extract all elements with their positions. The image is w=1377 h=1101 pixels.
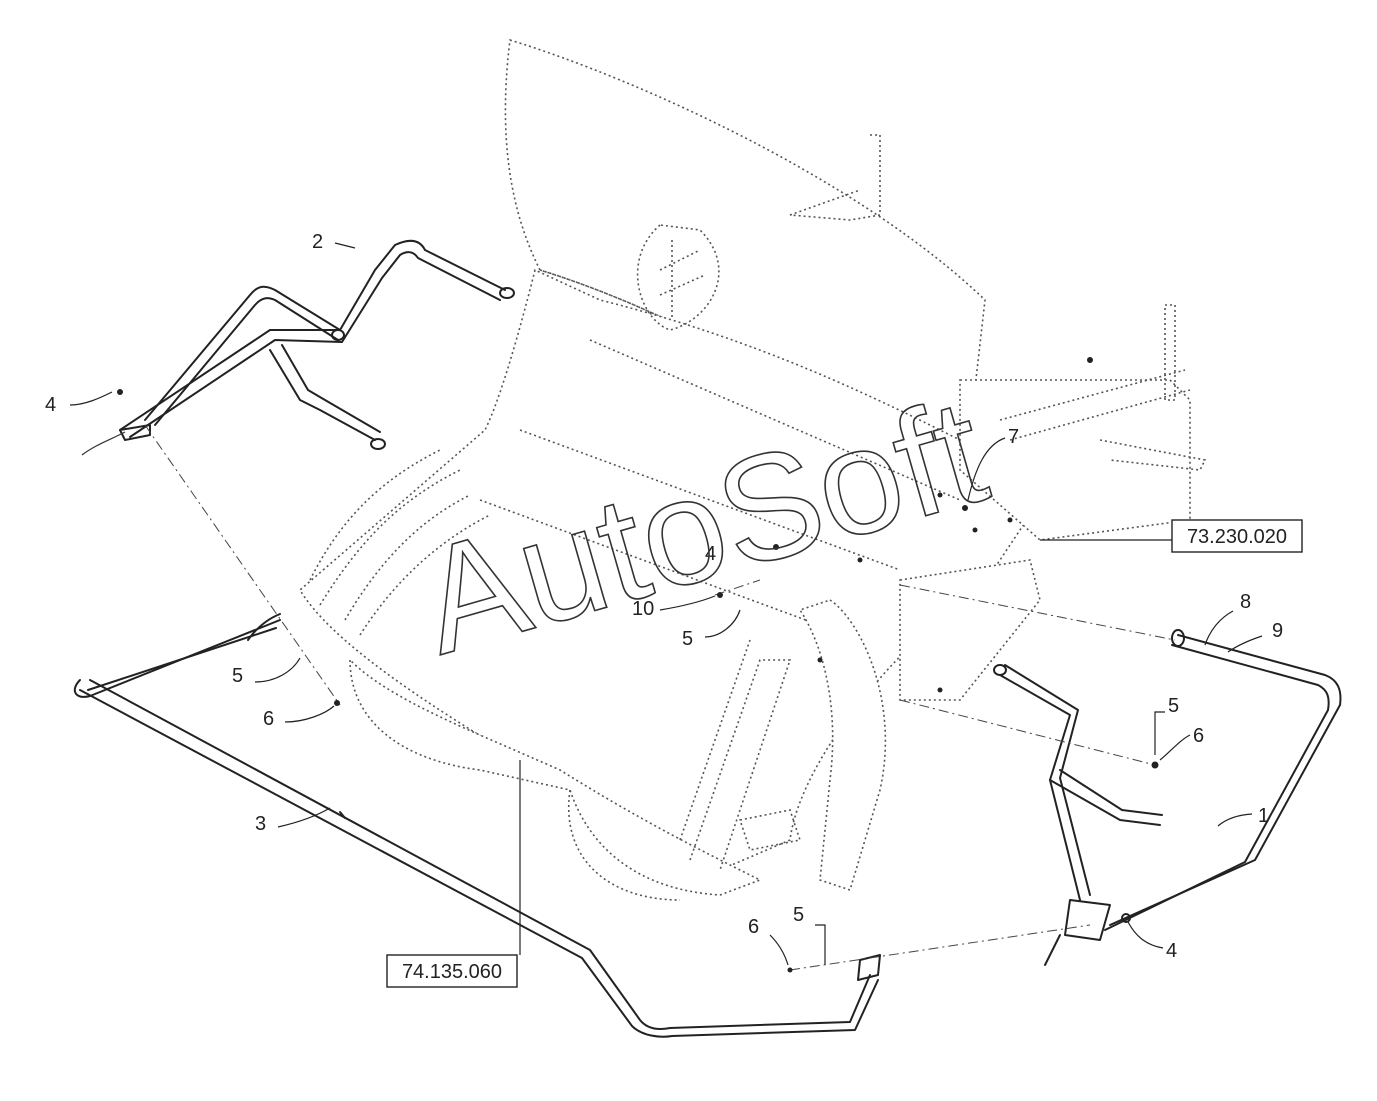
callout-5: 5 — [232, 665, 243, 687]
callout-4: 4 — [45, 394, 56, 416]
assembly-lines — [144, 424, 1176, 971]
callout-6: 6 — [748, 916, 759, 938]
callout-2: 2 — [312, 231, 323, 253]
callout-numbers: 2 4 5 6 3 7 4 10 5 8 9 5 6 1 6 5 4 — [45, 231, 1283, 962]
reference-box-lower: 74.135.060 — [386, 954, 518, 988]
callout-5: 5 — [1168, 695, 1179, 717]
callout-5: 5 — [793, 904, 804, 926]
callout-9: 9 — [1272, 620, 1283, 642]
part-3-rail — [73, 613, 881, 1038]
reference-lower-text: 74.135.060 — [402, 961, 502, 983]
machine-body — [298, 38, 1207, 901]
callout-3: 3 — [255, 813, 266, 835]
callout-4: 4 — [1166, 940, 1177, 962]
callout-8: 8 — [1240, 591, 1251, 613]
part-1-rail — [993, 629, 1342, 966]
callout-6: 6 — [263, 708, 274, 730]
callout-4: 4 — [705, 543, 716, 565]
fasteners — [117, 389, 1159, 973]
callout-1: 1 — [1258, 805, 1269, 827]
callout-6: 6 — [1193, 725, 1204, 747]
reference-box-upper: 73.230.020 — [1171, 519, 1303, 553]
callout-5: 5 — [682, 628, 693, 650]
reference-upper-text: 73.230.020 — [1187, 526, 1287, 548]
callout-7: 7 — [1008, 426, 1019, 448]
part-2-rail — [81, 239, 515, 456]
leader-lines — [69, 242, 1263, 966]
callout-10: 10 — [632, 598, 654, 620]
